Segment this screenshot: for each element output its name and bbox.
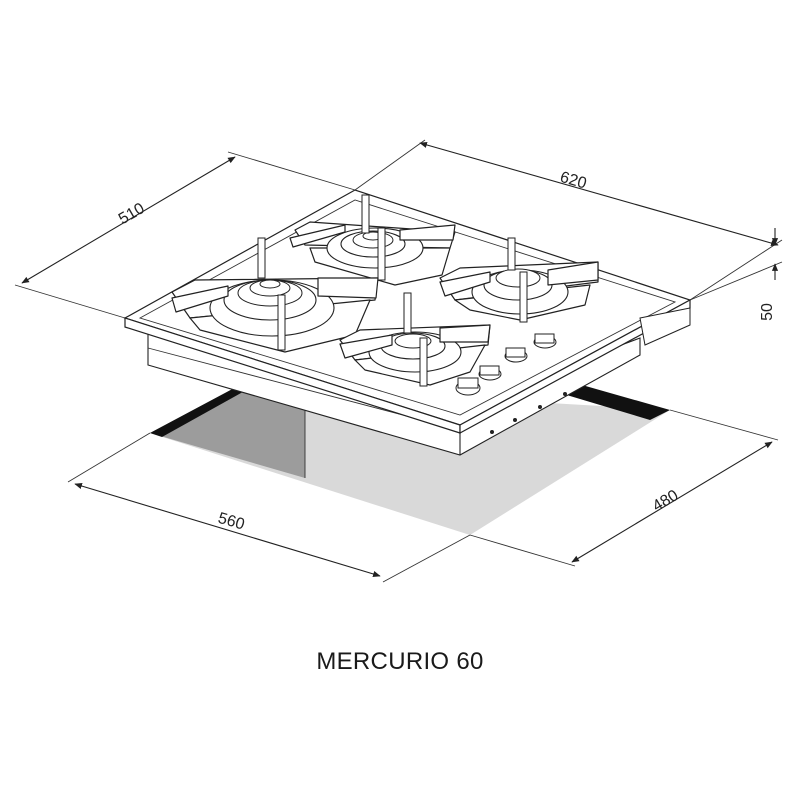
- cutout-width-dimension-label: 560: [216, 510, 246, 534]
- burner-back-right: [439, 237, 599, 323]
- depth-dimension-label: 510: [116, 200, 148, 228]
- cutout-depth-dimension-label: 480: [650, 487, 682, 515]
- cutout-opening: [150, 383, 670, 535]
- burner-front-right: [339, 292, 491, 387]
- burner-front-left-wok: [171, 237, 379, 353]
- width-dimension-label: 620: [558, 169, 588, 193]
- control-knobs: [455, 333, 567, 434]
- model-name-caption: MERCURIO 60: [316, 648, 484, 675]
- height-dimension-label: 50: [759, 303, 776, 321]
- dimension-lines: [14, 139, 783, 583]
